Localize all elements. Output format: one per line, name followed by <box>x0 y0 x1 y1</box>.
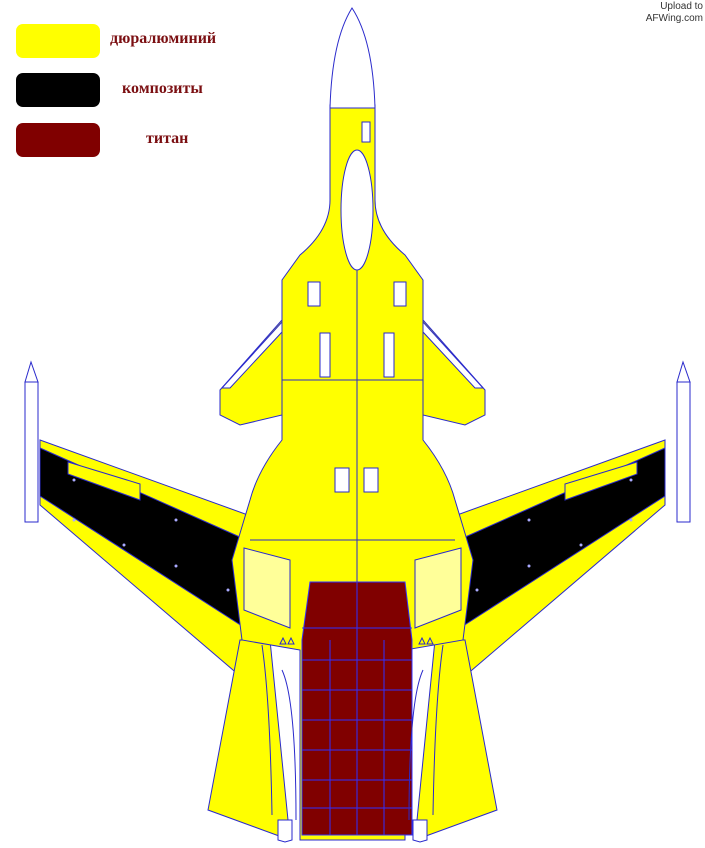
canopy-sensor <box>361 121 371 143</box>
legend-label-composite: композиты <box>122 80 203 97</box>
right-wing-leading-edge <box>564 461 638 501</box>
nose-cone <box>329 7 376 109</box>
legend-label-duralumin: дюралюминий <box>110 30 217 47</box>
legend-swatch-duralumin <box>16 24 100 58</box>
fuselage <box>231 104 474 841</box>
left-intake <box>243 547 291 629</box>
right-ventral-fin <box>412 819 428 843</box>
legend-swatch-titanium <box>16 123 100 157</box>
watermark: Upload to AFWing.com <box>646 1 703 25</box>
right-wingtip-rail <box>676 381 691 523</box>
right-intake <box>414 547 462 629</box>
legend-swatch-composite <box>16 73 100 107</box>
canopy <box>340 149 374 271</box>
left-wingtip-rail-tip <box>24 360 39 383</box>
legend-label-titanium: титан <box>146 130 189 147</box>
left-tailplane <box>207 639 291 841</box>
right-wingtip-rail-tip <box>676 360 691 383</box>
titanium-grid <box>302 582 412 835</box>
right-tailplane <box>414 639 498 841</box>
left-ventral-fin <box>277 819 293 843</box>
left-wing-leading-edge <box>67 461 141 501</box>
left-wingtip-rail <box>24 381 39 523</box>
watermark-line-2: AFWing.com <box>645 13 703 24</box>
watermark-line-1: Upload to <box>660 1 703 12</box>
